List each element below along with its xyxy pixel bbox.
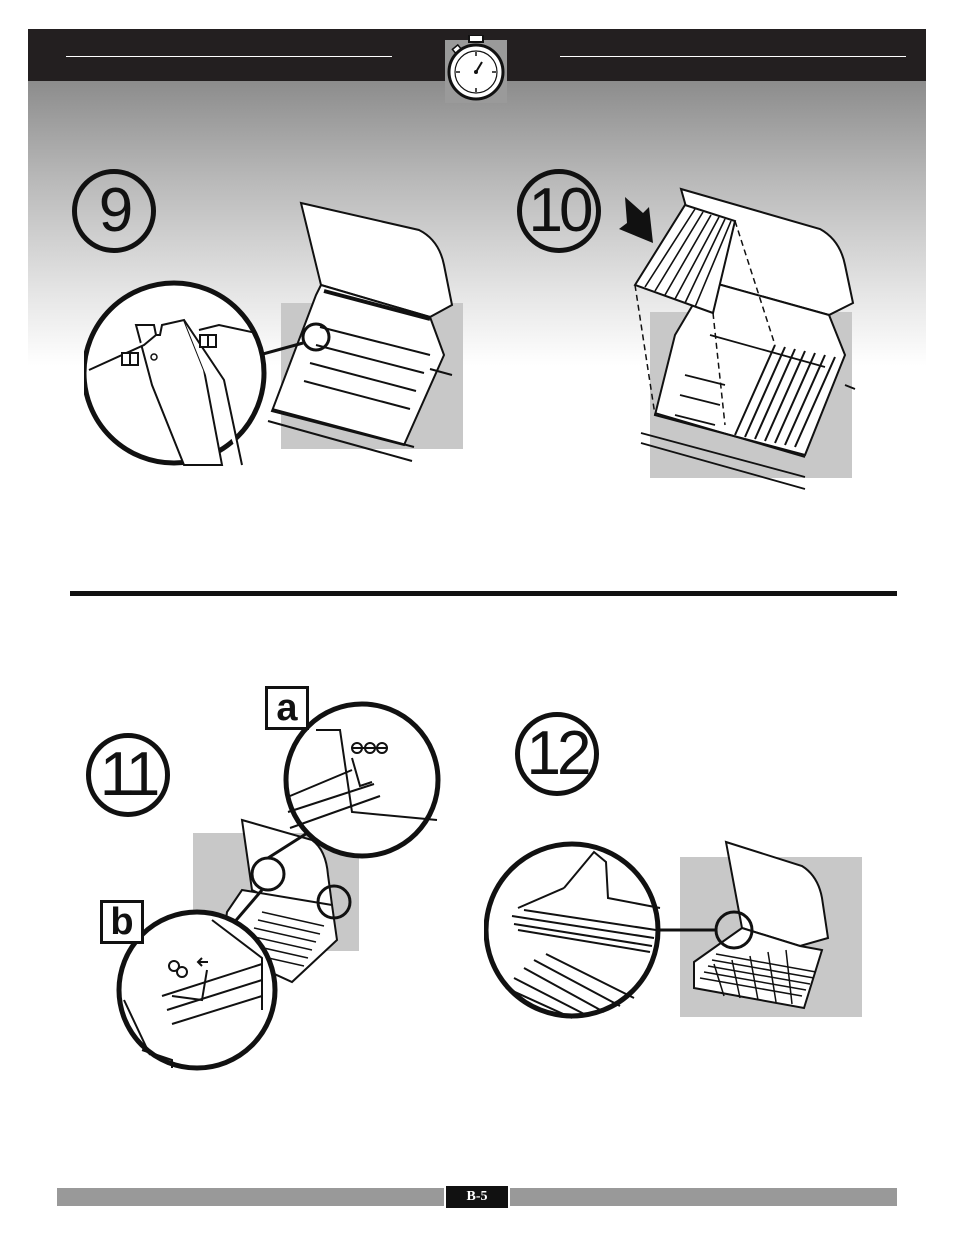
down-arrow-icon (619, 197, 653, 243)
footer-bar-left (57, 1188, 444, 1206)
section-divider (70, 591, 897, 596)
step-12-number: 12 (515, 712, 599, 796)
step-9-illustration (84, 185, 474, 485)
step-10-illustration (615, 185, 875, 505)
stopwatch-icon (444, 35, 508, 105)
step-11-illustration (112, 700, 442, 1075)
header-rule-left (66, 56, 392, 57)
detail-label-b: b (100, 900, 144, 944)
step-12-illustration (484, 838, 866, 1022)
page-number: B-5 (446, 1186, 508, 1208)
step-10-number: 10 (517, 169, 601, 253)
detail-label-a: a (265, 686, 309, 730)
header-rule-right (560, 56, 906, 57)
footer-bar-right (510, 1188, 897, 1206)
